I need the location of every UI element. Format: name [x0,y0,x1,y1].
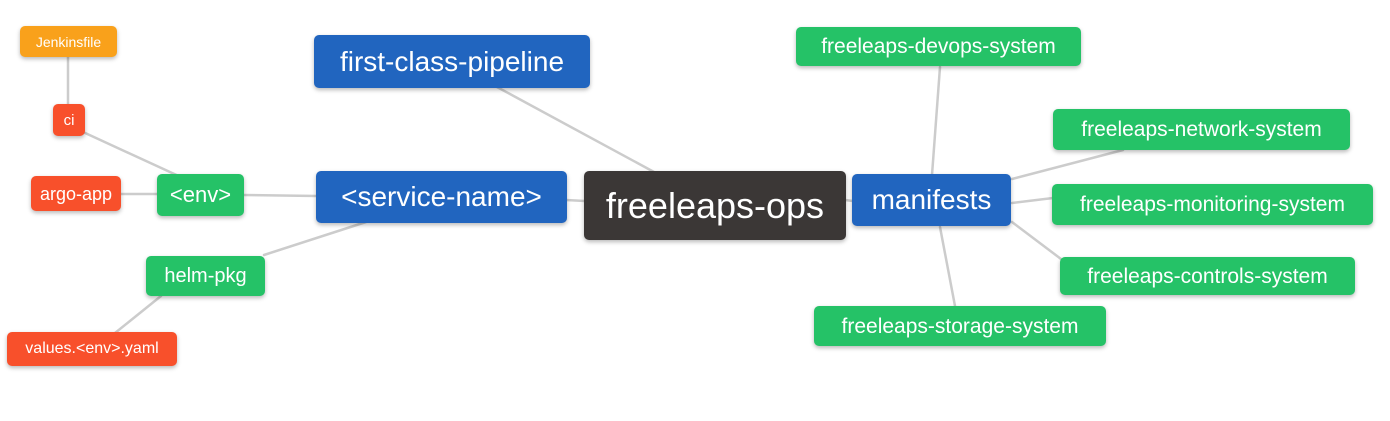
node-label-service-name: <service-name> [341,181,542,212]
node-label-argo-app: argo-app [39,183,113,204]
edge-manifests-to-freeleaps-devops-system [930,65,942,177]
edge-manifests-to-freeleaps-network-system [1010,148,1125,181]
edge-service-name-to-freeleaps-ops [564,198,587,203]
node-values-env-yaml[interactable]: values.<env>.yaml [7,332,177,366]
edge-ci-to-env [81,130,185,180]
node-env[interactable]: <env> [157,174,244,216]
node-argo-app[interactable]: argo-app [31,176,121,211]
node-label-freeleaps-monitoring-system: freeleaps-monitoring-system [1080,193,1345,216]
node-manifests[interactable]: manifests [852,174,1011,226]
edge-first-class-pipeline-to-freeleaps-ops [495,85,656,174]
node-label-helm-pkg: helm-pkg [164,265,247,287]
edge-manifests-to-freeleaps-monitoring-system [1010,196,1055,205]
edge-helm-pkg-to-service-name [262,220,368,257]
node-freeleaps-ops[interactable]: freeleaps-ops [584,171,846,240]
node-label-freeleaps-controls-system: freeleaps-controls-system [1087,264,1328,288]
edge-manifests-to-freeleaps-storage-system [938,225,957,308]
node-service-name[interactable]: <service-name> [316,171,567,223]
node-label-jenkinsfile: Jenkinsfile [35,33,102,50]
node-label-ci: ci [63,111,75,129]
node-first-class-pipeline[interactable]: first-class-pipeline [314,35,590,88]
node-freeleaps-storage-system[interactable]: freeleaps-storage-system [814,306,1106,346]
node-label-first-class-pipeline: first-class-pipeline [339,45,565,77]
node-label-freeleaps-devops-system: freeleaps-devops-system [821,35,1056,58]
node-label-freeleaps-storage-system: freeleaps-storage-system [841,314,1079,338]
node-ci[interactable]: ci [53,104,85,136]
node-freeleaps-monitoring-system[interactable]: freeleaps-monitoring-system [1052,184,1373,225]
node-jenkinsfile[interactable]: Jenkinsfile [20,26,117,57]
node-label-manifests: manifests [871,184,992,215]
node-label-values-env-yaml: values.<env>.yaml [25,340,159,357]
node-label-freeleaps-ops: freeleaps-ops [605,184,825,226]
node-freeleaps-network-system[interactable]: freeleaps-network-system [1053,109,1350,150]
edge-manifests-to-freeleaps-controls-system [1010,220,1063,261]
node-freeleaps-devops-system[interactable]: freeleaps-devops-system [796,27,1081,66]
node-label-env: <env> [169,182,232,207]
node-label-freeleaps-network-system: freeleaps-network-system [1081,118,1322,141]
node-freeleaps-controls-system[interactable]: freeleaps-controls-system [1060,257,1355,295]
edge-values-env-yaml-to-helm-pkg [113,294,163,335]
edge-env-to-service-name [241,193,319,198]
edge-freeleaps-ops-to-manifests [843,198,855,203]
node-helm-pkg[interactable]: helm-pkg [146,256,265,296]
